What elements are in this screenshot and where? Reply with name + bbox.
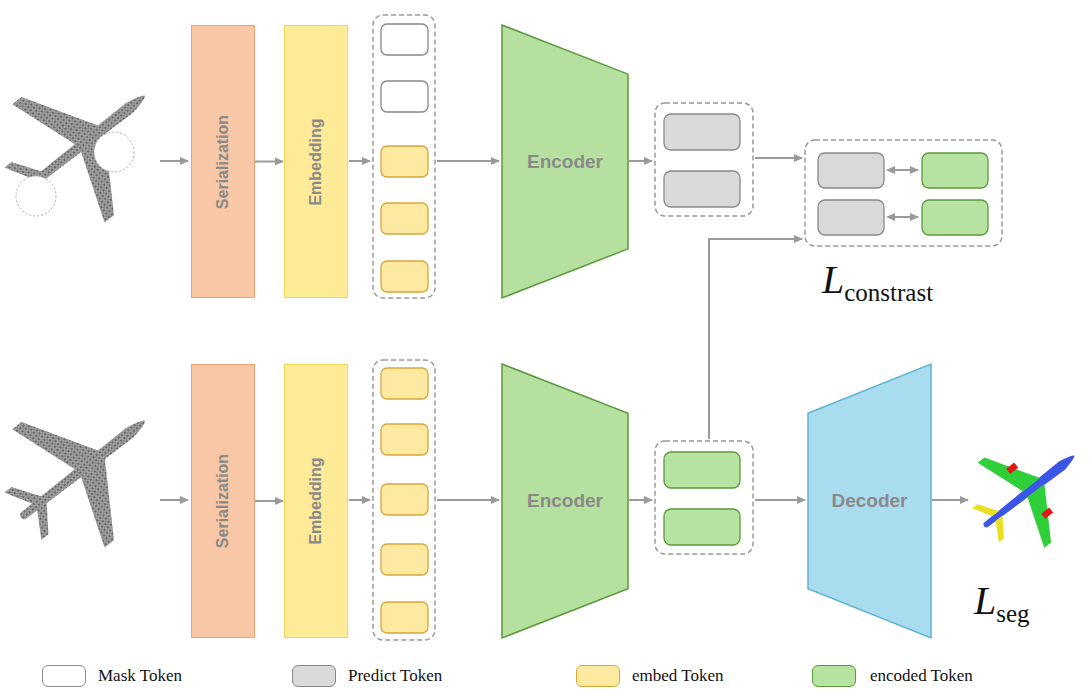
legend-text: embed Token [632, 666, 724, 686]
serialization-box: Serialization [191, 364, 255, 638]
input-airplane [0, 362, 191, 577]
encoded-token [664, 509, 740, 545]
encoded-token [922, 200, 988, 235]
node-label: Embedding [307, 118, 325, 205]
node-label: Encoder [527, 490, 603, 512]
embed-token [381, 424, 428, 455]
flow-arrow [437, 499, 499, 501]
embed-token [381, 544, 428, 575]
embed-token [381, 602, 428, 633]
output-group [655, 103, 753, 216]
token-group [373, 360, 435, 640]
embed-token [381, 203, 428, 234]
encoder-trapezoid: Encoder [502, 364, 628, 638]
legend-swatch [42, 665, 86, 687]
legend-text: Mask Token [98, 666, 182, 686]
predict-token [664, 171, 740, 207]
loss-symbol: L [974, 578, 996, 623]
embedding-box: Embedding [284, 25, 348, 298]
node-label: Embedding [307, 457, 325, 544]
legend-swatch [812, 665, 856, 687]
encoder-trapezoid: Encoder [502, 25, 628, 298]
flow-arrow [255, 161, 283, 163]
flow-arrow [709, 239, 802, 439]
loss-label: Lconstrast [822, 256, 933, 303]
loss-label: Lseg [974, 577, 1030, 624]
legend-text: encoded Token [870, 666, 973, 686]
loss-subscript: seg [996, 600, 1029, 627]
flow-arrow [755, 157, 802, 159]
encoded-token [664, 452, 740, 488]
embedding-box: Embedding [284, 364, 348, 638]
mask-circle [16, 176, 56, 216]
predict-token [664, 114, 740, 150]
legend-swatch [576, 665, 620, 687]
node-label: Serialization [214, 114, 232, 208]
embed-token [381, 261, 428, 292]
node-label: Encoder [527, 151, 603, 173]
mask-token [381, 24, 428, 55]
flow-arrow [160, 160, 188, 162]
flow-arrow [755, 499, 805, 501]
legend-swatch [292, 665, 336, 687]
predict-token [818, 153, 884, 188]
flow-arrow [629, 499, 652, 501]
node-label: Decoder [831, 490, 907, 512]
node-label: Serialization [214, 454, 232, 548]
embed-token [381, 368, 428, 399]
contrast-pair [888, 216, 918, 218]
flow-arrow [629, 160, 652, 162]
input-airplane-masked [0, 37, 191, 252]
mask-token [381, 81, 428, 112]
flow-arrow [349, 499, 370, 501]
serialization-box: Serialization [191, 25, 255, 298]
encoded-token [922, 153, 988, 188]
loss-symbol: L [822, 257, 844, 302]
token-group [373, 15, 435, 298]
legend-text: Predict Token [348, 666, 442, 686]
contrast-group [805, 140, 1002, 246]
segmented-airplane [951, 413, 1089, 569]
output-group [655, 441, 753, 554]
flow-arrow [932, 499, 968, 501]
flow-arrow [160, 499, 188, 501]
contrast-pair [888, 169, 918, 171]
flow-arrow [437, 160, 499, 162]
flow-arrow [349, 160, 370, 162]
decoder-trapezoid: Decoder [808, 364, 931, 638]
embed-token [381, 484, 428, 515]
flow-arrow [255, 500, 283, 502]
mask-circle [94, 132, 134, 172]
loss-subscript: constrast [844, 279, 933, 306]
predict-token [818, 200, 884, 235]
embed-token [381, 146, 428, 177]
